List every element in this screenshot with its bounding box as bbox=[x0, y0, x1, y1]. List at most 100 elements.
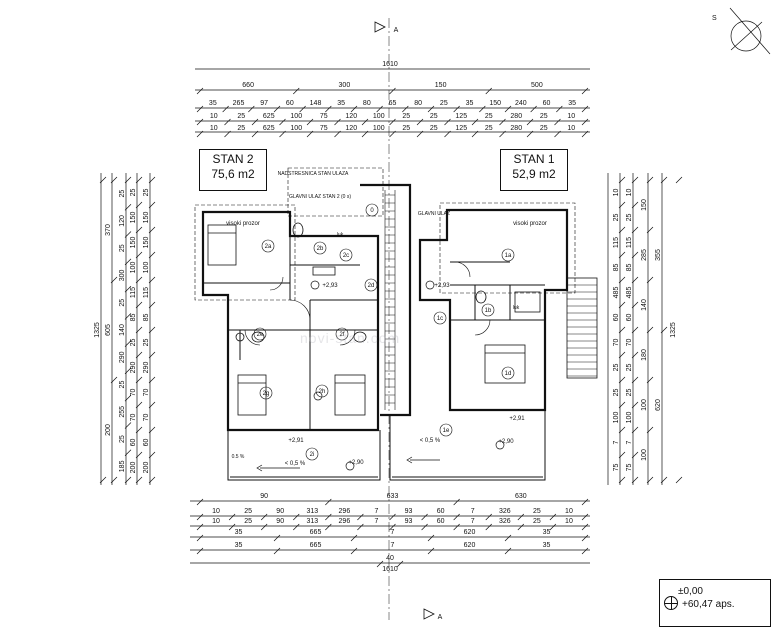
room-marker bbox=[501, 366, 515, 380]
dimension-tick bbox=[646, 276, 654, 284]
dimension-tick bbox=[350, 534, 358, 542]
dimension-tick bbox=[273, 105, 281, 113]
dimension-tick bbox=[485, 523, 492, 531]
dimension-tick bbox=[148, 451, 156, 459]
right-dimension: 150 bbox=[641, 199, 648, 211]
left-dimension: 100 bbox=[143, 262, 150, 274]
dimension-tick bbox=[135, 426, 143, 434]
dimension-tick bbox=[293, 513, 300, 521]
bottom-dimension: 10 bbox=[212, 508, 220, 515]
level-label: +2,93 bbox=[434, 283, 450, 289]
dimension-tick bbox=[135, 476, 143, 484]
dimension-tick bbox=[148, 426, 156, 434]
top-dimension: 148 bbox=[310, 100, 322, 107]
top-dimension: 120 bbox=[345, 125, 357, 132]
left-dimension: 150 bbox=[143, 237, 150, 249]
unit-box-stan-2: STAN 2 75,6 m2 bbox=[199, 149, 267, 191]
right-dimension: 25 bbox=[626, 214, 633, 222]
section-mark-top: A bbox=[394, 27, 399, 34]
bottom-dimension: 313 bbox=[306, 518, 318, 525]
room-marker bbox=[315, 384, 329, 398]
dimension-tick bbox=[631, 201, 639, 209]
dimension-tick bbox=[306, 130, 314, 138]
dimension-tick bbox=[549, 513, 557, 521]
slope-label: < 0,5 % bbox=[285, 461, 306, 467]
left-dimension: 25 bbox=[143, 339, 150, 347]
right-dimension: 70 bbox=[613, 339, 620, 347]
room-label: 1e bbox=[443, 428, 450, 434]
bottom-dimension: 10 bbox=[565, 518, 573, 525]
right-dimension: 25 bbox=[613, 214, 620, 222]
dimension-tick bbox=[631, 301, 639, 309]
level-label: +2,90 bbox=[498, 439, 514, 445]
dimension-tick bbox=[646, 326, 654, 334]
dimension-tick bbox=[631, 401, 639, 409]
left-dimension: 25 bbox=[119, 244, 126, 252]
dimension-tick bbox=[135, 276, 143, 284]
room-marker bbox=[439, 423, 453, 437]
dimension-tick bbox=[499, 130, 506, 138]
top-dimension: 35 bbox=[209, 100, 217, 107]
dimension-tick bbox=[646, 376, 654, 384]
dimension-tick bbox=[631, 426, 639, 434]
top-dimension: 10 bbox=[567, 113, 575, 120]
right-dimension: 70 bbox=[626, 339, 633, 347]
annotation: luk bbox=[337, 232, 344, 238]
top-dimension: 240 bbox=[515, 100, 527, 107]
room-label: 1d bbox=[505, 371, 512, 377]
right-dimension: 100 bbox=[641, 449, 648, 461]
room-label: 1c bbox=[437, 316, 443, 322]
top-dimension: 265 bbox=[233, 100, 245, 107]
left-dimension: 85 bbox=[130, 314, 137, 322]
bottom-dimension: 326 bbox=[499, 508, 511, 515]
dimension-tick bbox=[148, 201, 156, 209]
room-marker bbox=[433, 311, 447, 325]
bottom-dimension: 296 bbox=[339, 518, 351, 525]
left-dimension: 300 bbox=[119, 270, 126, 282]
dimension-tick bbox=[251, 118, 259, 126]
dimension-tick bbox=[618, 451, 626, 459]
dimension-tick bbox=[135, 301, 143, 309]
overall-height-left: 1325 bbox=[94, 322, 101, 338]
dimension-tick bbox=[260, 523, 268, 531]
dimension-tick bbox=[135, 226, 143, 234]
room-label: 2i bbox=[310, 452, 315, 458]
dimension-tick bbox=[530, 105, 537, 113]
dimension-tick bbox=[350, 105, 358, 113]
left-dimension: 200 bbox=[143, 462, 150, 474]
dimension-tick bbox=[618, 276, 626, 284]
bottom-dimension: 10 bbox=[212, 518, 220, 525]
dimension-tick bbox=[581, 513, 589, 521]
dimension-tick bbox=[581, 534, 589, 542]
top-dimension: 500 bbox=[531, 82, 543, 89]
bottom-dimension: 620 bbox=[464, 529, 476, 536]
unit-area: 52,9 m2 bbox=[512, 167, 556, 181]
top-dimension: 25 bbox=[485, 125, 493, 132]
dimension-tick bbox=[618, 251, 626, 259]
dimension-tick bbox=[325, 513, 332, 521]
dimension-tick bbox=[148, 251, 156, 259]
level-marker-icon bbox=[664, 596, 678, 610]
dimension-tick bbox=[618, 401, 626, 409]
dimension-tick bbox=[556, 105, 563, 113]
dimension-tick bbox=[135, 351, 143, 359]
bottom-dimension: 313 bbox=[306, 508, 318, 515]
dimension-tick bbox=[618, 351, 626, 359]
dimension-tick bbox=[135, 376, 143, 384]
dimension-tick bbox=[646, 476, 654, 484]
room-marker bbox=[253, 327, 267, 341]
top-dimension: 100 bbox=[290, 125, 302, 132]
dimension-tick bbox=[251, 130, 259, 138]
top-dimension: 60 bbox=[543, 100, 551, 107]
left-dimension: 185 bbox=[119, 460, 126, 472]
dimension-tick bbox=[504, 547, 512, 555]
dimension-tick bbox=[228, 523, 236, 531]
north-label: S bbox=[712, 15, 717, 22]
dimension-tick bbox=[124, 231, 132, 238]
top-dimension: 120 bbox=[345, 113, 357, 120]
bottom-dimension: 296 bbox=[339, 508, 351, 515]
bottom-dimension: 90 bbox=[276, 518, 284, 525]
dimension-tick bbox=[99, 476, 107, 484]
dimension-tick bbox=[389, 130, 396, 138]
